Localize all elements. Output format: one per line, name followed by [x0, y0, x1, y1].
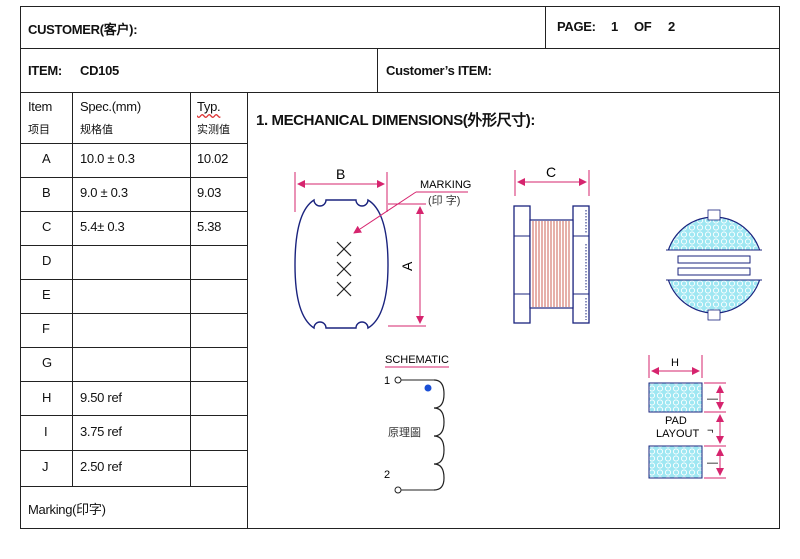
pad-dim-2: ¬	[707, 425, 713, 437]
col-spec-header-cn: 规格值	[80, 124, 113, 136]
section-title: 1. MECHANICAL DIMENSIONS(外形尺寸):	[256, 112, 535, 129]
col-item-header: Item	[28, 99, 53, 114]
pin-2-label: 2	[384, 469, 390, 481]
row-typ: 10.02	[197, 151, 229, 166]
row-spec: 9.50 ref	[80, 390, 122, 405]
row-item: D	[42, 253, 52, 268]
pad-dim-3: —	[707, 457, 718, 469]
side-view: C	[513, 164, 590, 324]
mechanical-drawing: B A MARKING (印 字) C	[294, 164, 766, 494]
col-typ-header: Typ.	[197, 99, 221, 114]
customer-item-label: Customer’s ITEM:	[386, 63, 492, 78]
dim-c-label: C	[546, 164, 556, 180]
marking-callout-cn: (印 字)	[428, 193, 460, 207]
pad-layout-label-1: PAD	[665, 415, 687, 427]
page-label: PAGE:	[557, 19, 596, 34]
marking-row-label: Marking(印字)	[28, 502, 106, 517]
row-item: C	[42, 219, 52, 234]
item-divider	[377, 49, 378, 93]
row-spec: 9.0 ± 0.3	[80, 185, 128, 200]
row-item: B	[42, 185, 51, 200]
page-of: OF	[634, 19, 652, 34]
col-item-header-cn: 项目	[28, 124, 50, 136]
pad-dim-1: —	[707, 393, 718, 405]
row-typ: 9.03	[197, 185, 222, 200]
page-divider	[545, 6, 546, 49]
schematic-cn-label: 原理圖	[388, 426, 421, 439]
pad-layout-label-2: LAYOUT	[656, 428, 699, 440]
schematic: SCHEMATIC 1 2 原理圖	[384, 354, 449, 494]
dim-b-label: B	[336, 166, 345, 182]
pin-1-label: 1	[384, 375, 390, 387]
page-number: 1	[611, 19, 618, 34]
page-total: 2	[668, 19, 675, 34]
dim-h-label: H	[671, 357, 679, 369]
row-item: J	[42, 459, 49, 474]
row-spec: 3.75 ref	[80, 424, 122, 439]
marking-callout: MARKING	[420, 179, 471, 191]
row-item: A	[42, 151, 51, 166]
spec-table: Item 项目 Spec.(mm) 规格值 Typ. 实测值 A 10.0 ± …	[20, 93, 248, 529]
row-spec: 10.0 ± 0.3	[80, 151, 135, 166]
col-typ-header-cn: 实测值	[197, 124, 230, 136]
schematic-title: SCHEMATIC	[385, 354, 449, 366]
header-row-item	[20, 49, 780, 93]
row-item: I	[44, 424, 48, 439]
customer-label: CUSTOMER(客户):	[28, 22, 138, 37]
row-item: G	[42, 355, 52, 370]
item-label: ITEM:	[28, 63, 62, 78]
row-spec: 2.50 ref	[80, 459, 122, 474]
row-item: H	[42, 390, 52, 405]
cross-section-view	[662, 209, 766, 321]
row-typ: 5.38	[197, 219, 222, 234]
row-item: F	[42, 321, 50, 336]
item-value: CD105	[80, 63, 119, 78]
row-spec: 5.4± 0.3	[80, 219, 125, 234]
header-row-customer	[20, 6, 780, 49]
col-spec-header: Spec.(mm)	[80, 99, 141, 114]
top-view: B A MARKING (印 字)	[294, 166, 471, 330]
dim-a-label: A	[399, 261, 415, 271]
pad-layout: H — ¬ — PAD LAYOUT	[648, 355, 726, 479]
row-item: E	[42, 287, 51, 302]
